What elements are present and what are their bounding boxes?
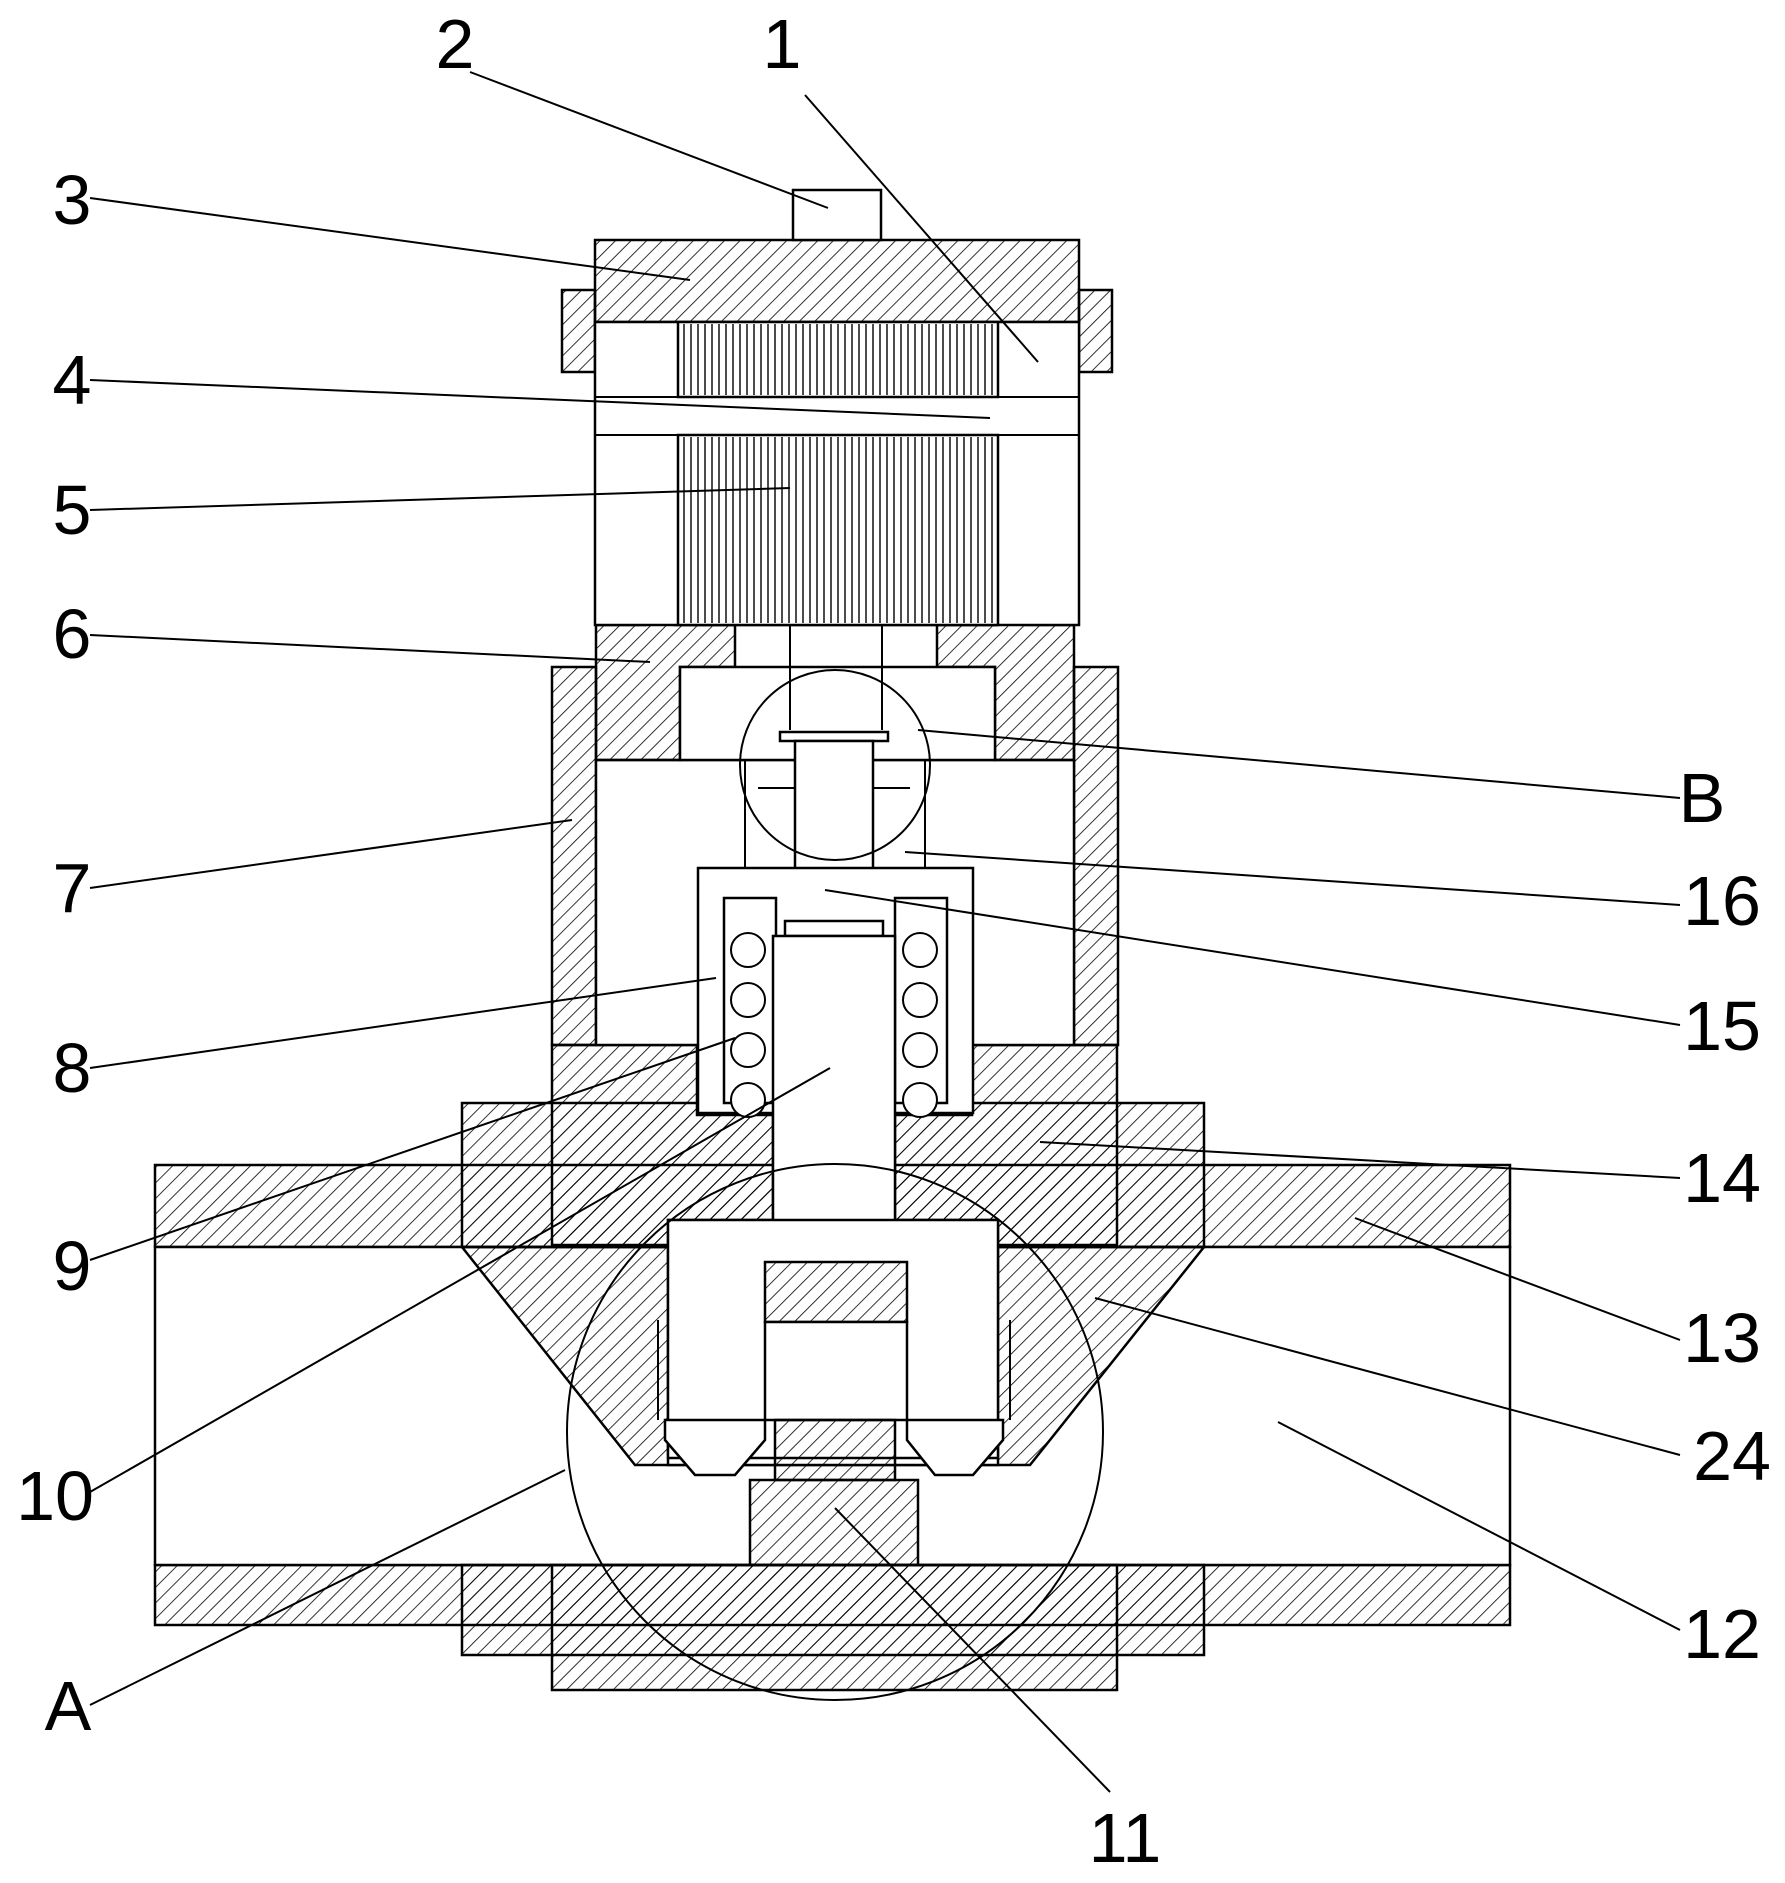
callout-A: A: [45, 1667, 92, 1745]
detail-circle-b: [739, 669, 931, 861]
leader-lines: [89, 71, 1681, 1793]
callout-13: 13: [1683, 1299, 1761, 1377]
callout-14: 14: [1683, 1139, 1761, 1217]
stem-assembly: [696, 625, 975, 1223]
callout-labels: 1 2 3 4 5 6 7 8 9 10 11 12 13 14 15 16 2…: [16, 5, 1771, 1877]
callout-2: 2: [436, 5, 475, 83]
callout-4: 4: [53, 341, 92, 419]
callout-7: 7: [53, 849, 92, 927]
detail-circle-a: [566, 1163, 1104, 1701]
callout-10: 10: [16, 1457, 94, 1535]
motor: [560, 188, 1114, 627]
callout-11: 11: [1089, 1799, 1162, 1877]
callout-B: B: [1679, 759, 1726, 837]
callout-6: 6: [53, 595, 92, 673]
callout-8: 8: [53, 1029, 92, 1107]
callout-16: 16: [1683, 862, 1761, 940]
valve-head: [657, 1218, 1011, 1567]
callout-9: 9: [53, 1227, 92, 1305]
callout-15: 15: [1683, 987, 1761, 1065]
callout-1: 1: [763, 5, 802, 83]
callout-3: 3: [53, 161, 92, 239]
callout-5: 5: [53, 471, 92, 549]
callout-24: 24: [1693, 1417, 1771, 1495]
callout-12: 12: [1683, 1595, 1761, 1673]
